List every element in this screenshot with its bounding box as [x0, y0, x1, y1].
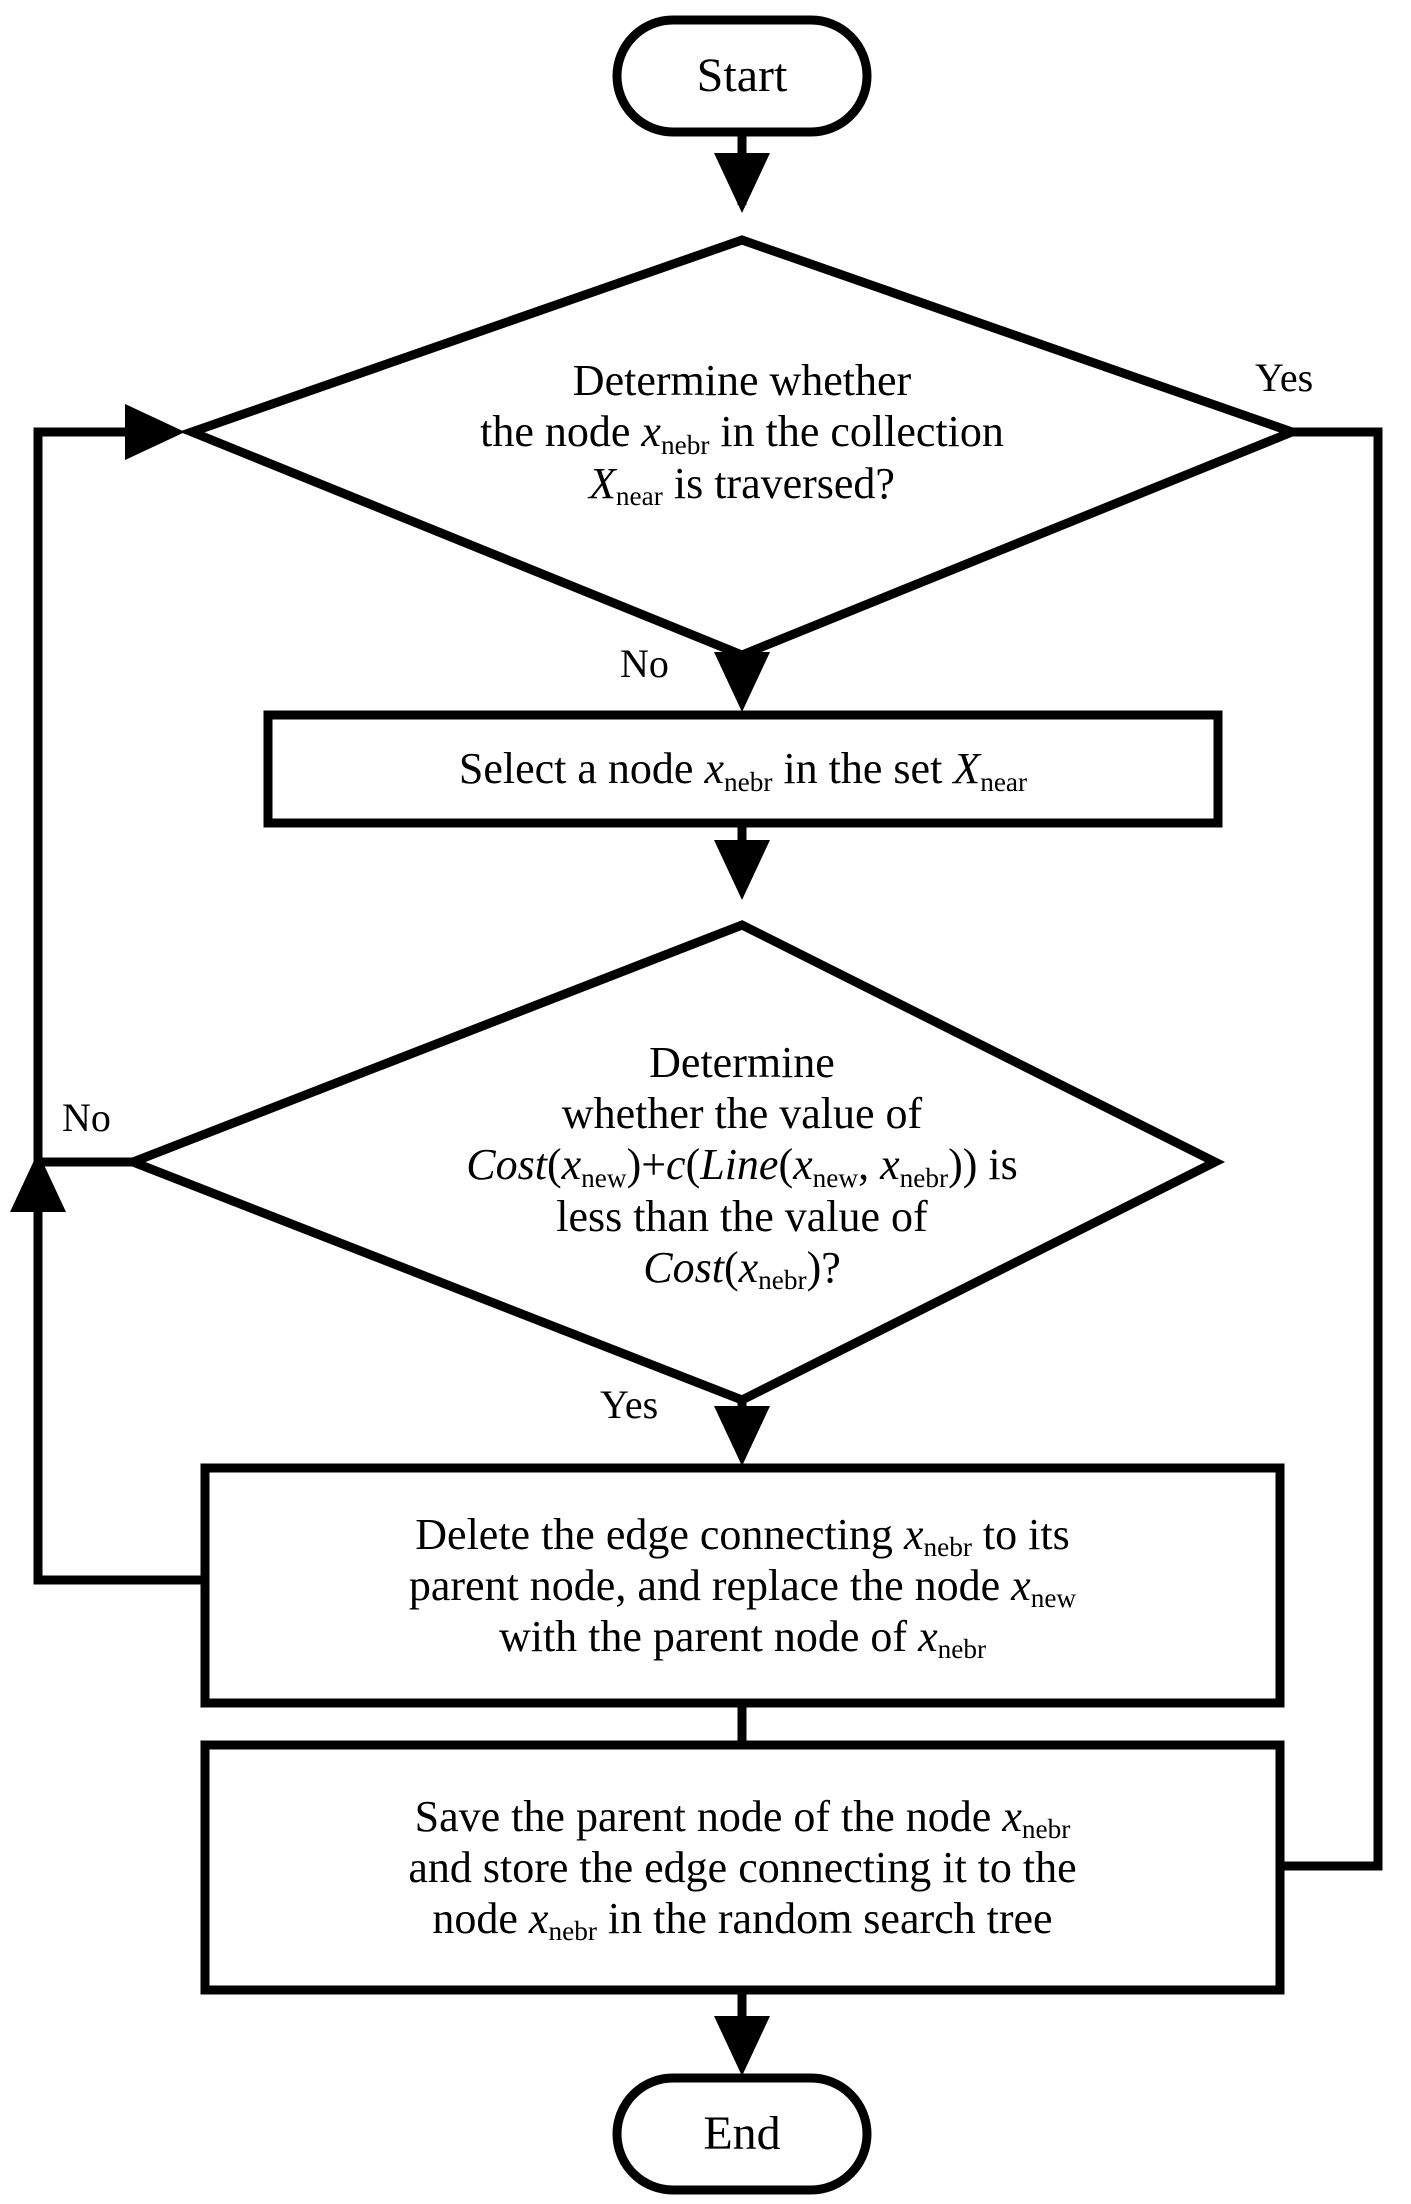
arrowhead-select-to-decision2	[714, 840, 770, 900]
connector-delete-feedback-up	[33, 1162, 205, 1585]
edge-label-traversed-yes: Yes	[1255, 355, 1314, 400]
flow-arrowheads	[10, 153, 1240, 2076]
connector-feedback-to-decision1	[33, 427, 175, 1162]
arrowhead-decision1-no	[714, 652, 770, 712]
shape-decision-traversed[interactable]	[179, 235, 1305, 660]
flow-shapes	[120, 15, 1305, 2195]
shape-process-select[interactable]	[263, 710, 1223, 828]
edge-label-traversed-no: No	[620, 641, 669, 686]
edge-label-cost-yes: Yes	[600, 1382, 659, 1427]
arrowhead-no-feedback-up	[10, 1152, 66, 1212]
shape-start-terminator[interactable]	[612, 15, 872, 137]
arrowhead-feedback-into-decision1	[125, 404, 185, 460]
shape-process-save[interactable]	[200, 1740, 1285, 1995]
arrowhead-save-to-end	[714, 2016, 770, 2076]
arrowhead-start-to-decision1	[714, 153, 770, 213]
arrowhead-decision2-yes	[714, 1406, 770, 1466]
edge-label-cost-no: No	[62, 1095, 111, 1140]
shape-process-delete[interactable]	[200, 1463, 1285, 1708]
shape-decision-cost[interactable]	[120, 920, 1226, 1405]
shape-end-terminator[interactable]	[612, 2073, 872, 2195]
